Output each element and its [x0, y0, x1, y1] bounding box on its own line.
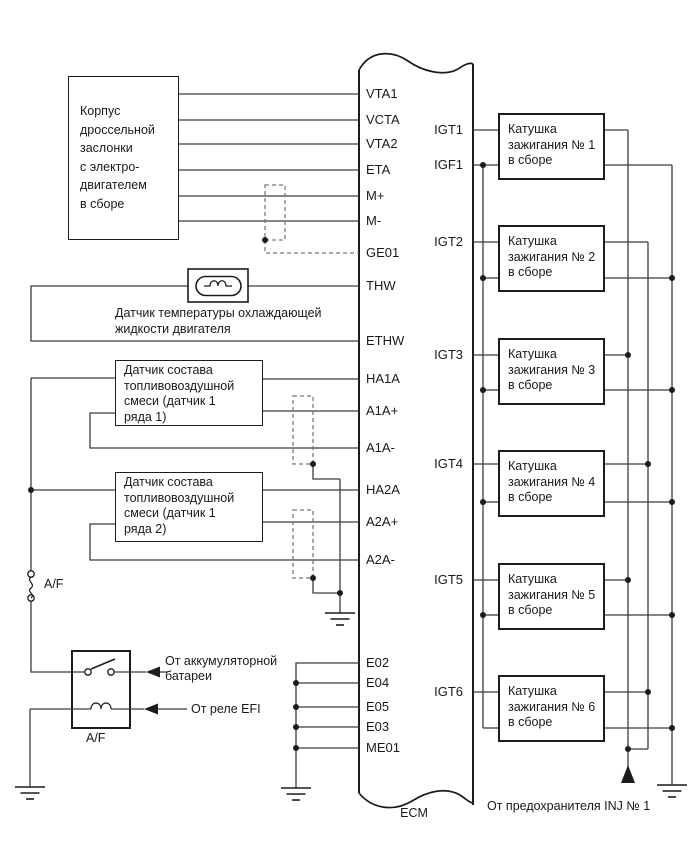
ecm-pin-a1a-plus: A1A+	[366, 403, 399, 418]
junction-dot	[480, 612, 486, 618]
from-efi-relay-label: От реле EFI	[191, 702, 261, 716]
ecm-pin-m-plus: M+	[366, 188, 385, 203]
junction-dot	[669, 499, 675, 505]
ecm-pin-igt6: IGT6	[434, 684, 463, 699]
ecm-pin-m-minus: M-	[366, 213, 382, 228]
heater-bus	[30, 378, 84, 673]
af-relay-switch	[84, 658, 146, 676]
ecm-pin-me01: ME01	[366, 740, 400, 755]
from-inj-fuse-label: От предохранителя INJ № 1	[487, 799, 651, 813]
af-relay-coil	[29, 702, 144, 787]
junction-dot	[480, 275, 486, 281]
ground-symbol-ecm	[281, 787, 311, 801]
af-fuse-icon	[27, 570, 35, 602]
ignition-coil-1-box: Катушка зажигания № 1 в сборе	[498, 113, 605, 180]
ecm-pin-ethw: ETHW	[366, 333, 405, 348]
junction-dot	[28, 487, 34, 493]
a2a-shield	[292, 509, 314, 579]
junction-dot	[669, 387, 675, 393]
junction-dot	[625, 746, 631, 752]
inj-fuse-arrow	[621, 765, 635, 783]
throttle-body-box: Корпус дроссельной заслонки с электро- д…	[68, 76, 179, 240]
igf-bus	[473, 164, 498, 729]
junction-dot	[293, 704, 299, 710]
ignition-coil-3-box: Катушка зажигания № 3 в сборе	[498, 338, 605, 405]
ecm-pin-igt2: IGT2	[434, 234, 463, 249]
ecm-pin-a2a-plus: A2A+	[366, 514, 399, 529]
ecm-pin-igt5: IGT5	[434, 572, 463, 587]
junction-dot	[669, 275, 675, 281]
junction-dot	[669, 725, 675, 731]
ignition-coil-2-box: Катушка зажигания № 2 в сборе	[498, 225, 605, 292]
junction-dot	[669, 612, 675, 618]
ecm-pin-eta: ETA	[366, 162, 391, 177]
ecm-pin-a2a-minus: A2A-	[366, 552, 395, 567]
ecm-pin-ha2a: HA2A	[366, 482, 400, 497]
ignition-coil-5-box: Катушка зажигания № 5 в сборе	[498, 563, 605, 630]
ecm-pin-ge01: GE01	[366, 245, 400, 260]
from-battery-label: От аккумуляторной батареи	[165, 654, 278, 683]
ecm-pin-igt3: IGT3	[434, 347, 463, 362]
ground-symbol-coils	[657, 784, 687, 798]
coolant-sensor-label: Датчик температуры охлаждающей жидкости …	[115, 306, 322, 336]
battery-arrow	[146, 666, 168, 678]
junction-dot	[310, 461, 316, 467]
ecm-pin-e03: E03	[366, 719, 390, 734]
junction-dot	[480, 499, 486, 505]
efi-relay-arrow	[144, 703, 187, 715]
af-sensor-bank1-box: Датчик состава топливовоздушной смеси (д…	[115, 360, 263, 426]
junction-dot	[293, 724, 299, 730]
ecm-label: ECM	[400, 806, 428, 820]
ecm-body	[358, 52, 474, 809]
junction-dot	[293, 745, 299, 751]
junction-dot	[480, 387, 486, 393]
ecm-pin-e02: E02	[366, 655, 390, 670]
junction-dot	[645, 461, 651, 467]
af-relay-box	[71, 650, 131, 729]
throttle-wires	[179, 93, 359, 222]
ge01-shield	[264, 184, 359, 254]
shield-drains	[312, 464, 341, 613]
ecm-pin-vta1: VTA1	[366, 86, 398, 101]
ground-symbol-shield	[325, 612, 355, 626]
junction-dot	[262, 237, 268, 243]
af-relay-label: A/F	[86, 731, 106, 745]
ignition-coil-6-box: Катушка зажигания № 6 в сборе	[498, 675, 605, 742]
junction-dot	[625, 352, 631, 358]
af-sensor2-wires	[31, 489, 359, 561]
ecm-pin-ha1a: HA1A	[366, 371, 400, 386]
junction-dot	[625, 577, 631, 583]
af-sensor1-wires	[31, 377, 359, 449]
junction-dot	[337, 590, 343, 596]
ecm-pin-a1a-minus: A1A-	[366, 440, 395, 455]
ecm-pin-e05: E05	[366, 699, 390, 714]
ecm-pin-vcta: VCTA	[366, 112, 400, 127]
igt-wires	[473, 129, 498, 693]
a1a-shield	[292, 395, 314, 465]
ecm-pin-igt1: IGT1	[434, 122, 463, 137]
ecm-pin-igf1: IGF1	[434, 157, 463, 172]
junction-dot	[480, 162, 486, 168]
ecm-pin-vta2: VTA2	[366, 136, 398, 151]
ecm-pin-e04: E04	[366, 675, 390, 690]
ground-symbol-relay	[15, 786, 45, 800]
junction-dot	[310, 575, 316, 581]
ecm-pin-thw: THW	[366, 278, 396, 293]
ignition-coil-4-box: Катушка зажигания № 4 в сборе	[498, 450, 605, 517]
coolant-sensor-icon	[187, 268, 249, 303]
af-fuse-label: A/F	[44, 577, 64, 591]
af-sensor-bank2-box: Датчик состава топливовоздушной смеси (д…	[115, 472, 263, 542]
coil-output-wires	[605, 129, 672, 729]
junction-dot	[293, 680, 299, 686]
ecm-ground-wires	[295, 662, 359, 788]
ecm-pin-igt4: IGT4	[434, 456, 463, 471]
junction-dot	[645, 689, 651, 695]
